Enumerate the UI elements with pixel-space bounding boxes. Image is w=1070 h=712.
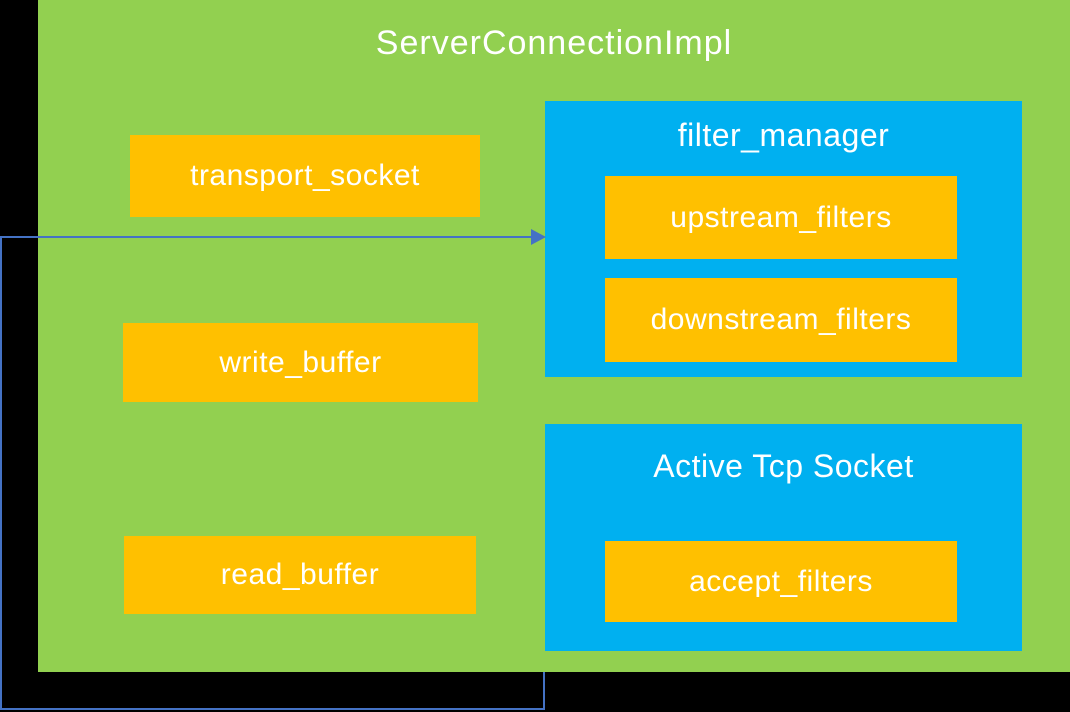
diagram-title: ServerConnectionImpl <box>375 24 733 62</box>
filter-manager-container: filter_manager upstream_filters downstre… <box>545 101 1022 377</box>
read-buffer-label: read_buffer <box>220 558 380 591</box>
accept-filters-label: accept_filters <box>689 564 873 598</box>
downstream-filters-label: downstream_filters <box>650 303 912 336</box>
active-tcp-socket-container: Active Tcp Socket accept_filters <box>545 424 1022 651</box>
active-tcp-socket-title: Active Tcp Socket <box>653 448 914 484</box>
read-buffer-box: read_buffer <box>124 536 476 614</box>
connector-arrow-head-icon <box>531 229 546 245</box>
transport-socket-box: transport_socket <box>130 135 480 217</box>
connector-arrow-line <box>0 236 533 238</box>
upstream-filters-label: upstream_filters <box>670 200 892 234</box>
filter-manager-title: filter_manager <box>677 117 890 153</box>
downstream-filters-box: downstream_filters <box>605 278 957 362</box>
accept-filters-box: accept_filters <box>605 541 957 622</box>
write-buffer-label: write_buffer <box>219 345 382 379</box>
server-connection-impl-container: ServerConnectionImpl transport_socket wr… <box>38 0 1070 672</box>
transport-socket-label: transport_socket <box>190 159 420 192</box>
write-buffer-box: write_buffer <box>123 323 478 402</box>
upstream-filters-box: upstream_filters <box>605 176 957 259</box>
